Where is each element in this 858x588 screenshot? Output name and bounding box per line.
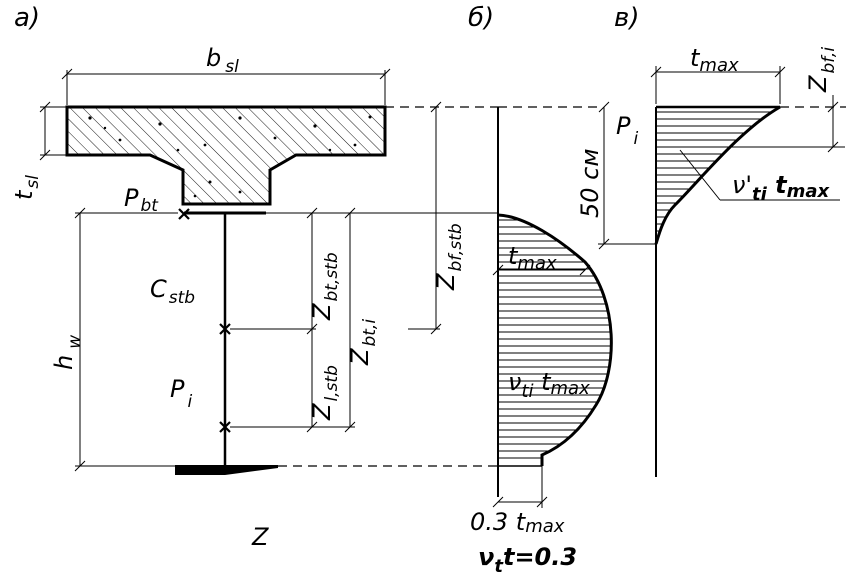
panel-b-label: б) [468, 3, 494, 33]
panel-b: б) Zbf,stb tmax νti tmax [278, 3, 613, 577]
nu-t-max-label: νti tmax [508, 368, 590, 402]
t-max-label-b: tmax [508, 242, 557, 274]
bottom-flange [175, 465, 278, 475]
nu-eq-label: νtt=0.3 [478, 543, 577, 577]
cm50-label: 50 см [576, 149, 604, 218]
h-w-label: hw [50, 335, 85, 370]
concrete-slab [65, 105, 387, 206]
cross-marker-cstb [219, 323, 231, 335]
stress-curve-c-hatch [656, 111, 772, 239]
t-03-label: 0.3 tmax [470, 508, 565, 537]
concrete-aggregate-dots [88, 115, 372, 198]
t-max-label-c: tmax [690, 44, 739, 76]
t-sl-label: tsl [10, 175, 43, 200]
stress-curve-b [497, 213, 613, 466]
cross-marker-pbt [178, 208, 190, 220]
z-bf-i-label: Zbf,i [804, 47, 839, 93]
nu-prime-leader [679, 149, 721, 201]
z-bf-stb-label: Zbf,stb [432, 223, 466, 291]
z-axis-label: Z [251, 523, 269, 551]
stress-curve-c [654, 105, 781, 245]
stress-curve-b-hatch [498, 219, 612, 459]
cross-marker-pi [219, 421, 231, 433]
z-bt-i-label: Zbt,i [346, 319, 380, 366]
z-l-stb-label: Zl,stb [308, 365, 342, 421]
nu-prime-label: ν'ti tmax [732, 171, 831, 205]
z-bt-stb-label: Zbt,stb [308, 252, 342, 321]
panel-a-label: а) [14, 3, 40, 33]
panel-c-label: в) [614, 3, 639, 33]
